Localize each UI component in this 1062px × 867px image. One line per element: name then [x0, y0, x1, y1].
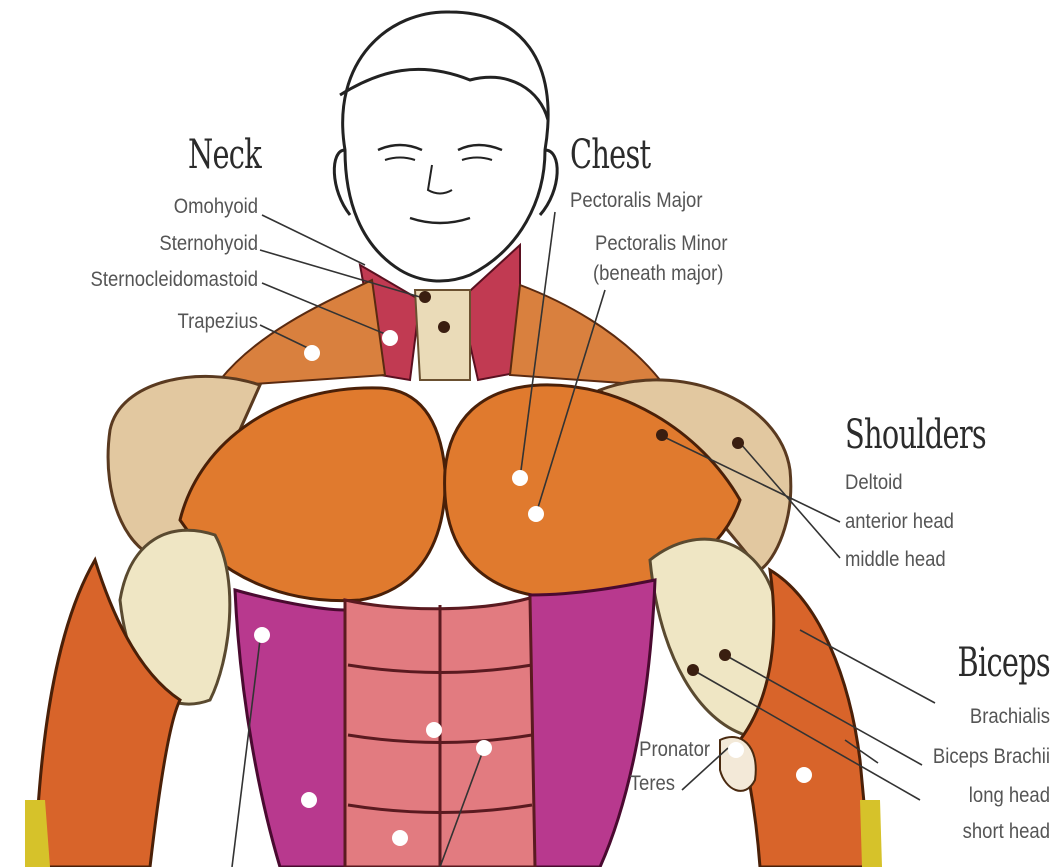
label-long-head: long head — [874, 784, 1050, 808]
heading-shoulders: Shoulders — [845, 412, 986, 458]
label-sternohyoid: Sternohyoid — [66, 232, 258, 256]
label-pectoralis-major: Pectoralis Major — [570, 189, 702, 213]
label-short-head: short head — [874, 820, 1050, 844]
label-trapezius: Trapezius — [84, 310, 258, 334]
label-omohyoid: Omohyoid — [84, 195, 258, 219]
head-drawing — [334, 12, 557, 281]
label-deltoid: Deltoid — [845, 471, 903, 495]
label-pectoralis-minor-note: (beneath major) — [593, 262, 723, 286]
heading-neck: Neck — [188, 132, 260, 178]
label-anterior-head: anterior head — [845, 510, 954, 534]
label-pronator: Pronator — [596, 738, 710, 762]
label-middle-head: middle head — [845, 548, 946, 572]
label-brachialis: Brachialis — [874, 705, 1050, 729]
label-biceps-brachii: Biceps Brachii — [874, 745, 1050, 769]
heading-chest: Chest — [570, 132, 650, 178]
label-pectoralis-minor: Pectoralis Minor — [595, 232, 727, 256]
heading-biceps: Biceps — [942, 640, 1050, 686]
label-sternocleidomastoid: Sternocleidomastoid — [31, 268, 258, 292]
label-teres: Teres — [591, 772, 675, 796]
